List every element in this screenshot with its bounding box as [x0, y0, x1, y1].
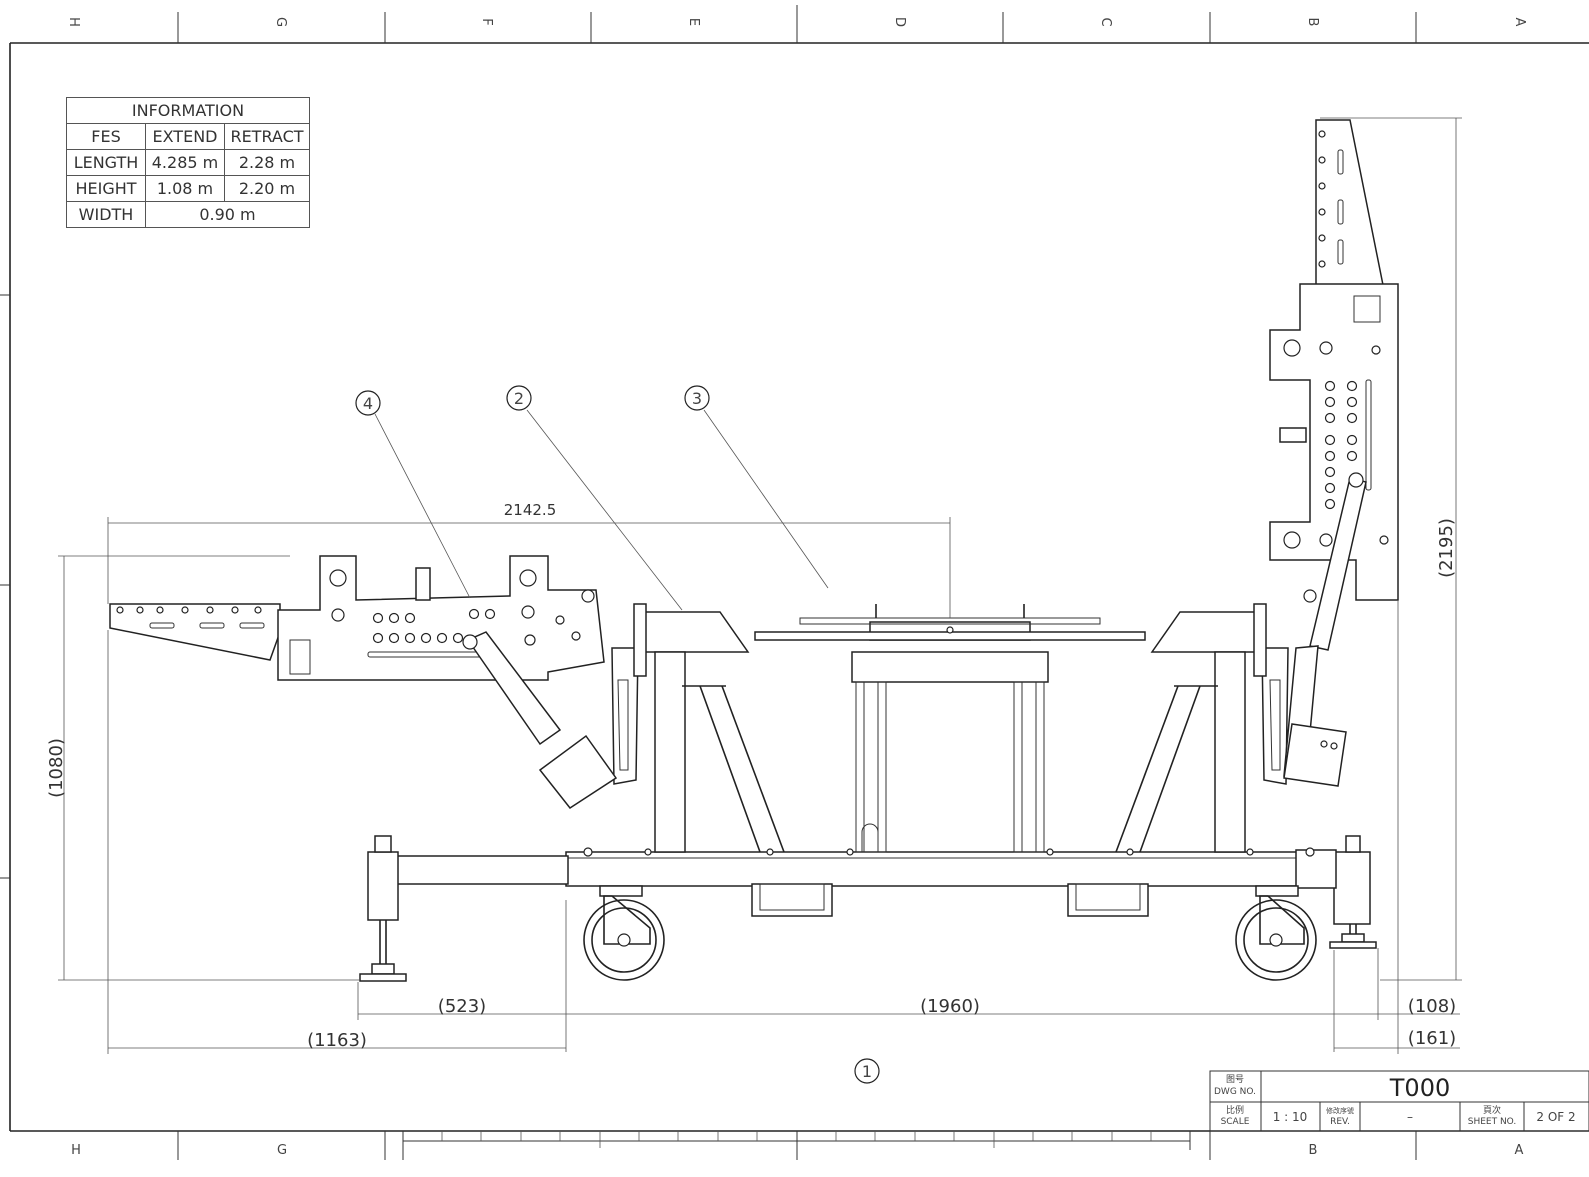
zone-label-d: D	[892, 17, 907, 27]
rev-label: REV.	[1330, 1117, 1350, 1127]
information-row-height: HEIGHT 1.08 m 2.20 m	[66, 175, 310, 202]
balloon-callouts: 4 2 3 1	[355, 385, 880, 1084]
support-right	[1115, 603, 1289, 853]
center-pedestal	[754, 604, 1146, 853]
zone-label-c: C	[1098, 17, 1113, 26]
drawing-number: T000	[1389, 1074, 1450, 1102]
row-label-height: HEIGHT	[66, 175, 146, 202]
information-row-length: LENGTH 4.285 m 2.28 m	[66, 149, 310, 176]
information-row-width: WIDTH 0.90 m	[66, 201, 310, 228]
balloon-3: 3	[692, 389, 702, 408]
scale-label-local: 比例	[1226, 1104, 1244, 1116]
leveling-foot-right	[1329, 835, 1377, 949]
balloon-2: 2	[514, 389, 524, 408]
zone-labels-top: H G F E D C B A	[66, 17, 1527, 27]
title-block: 图号 DWG NO. T000 比例 SCALE 1 : 10 修改序號 REV…	[1209, 1070, 1589, 1132]
zone-label-f: F	[479, 18, 494, 25]
dimension-values: 2142.5 (1080) (2195) (523) (1960) (1163)…	[46, 501, 1457, 1051]
dim-top-width: 2142.5	[504, 501, 557, 519]
zone-label-e: E	[686, 18, 701, 26]
information-title-row: INFORMATION	[66, 97, 310, 124]
zone-labels-bottom: H G B A	[71, 1143, 1523, 1158]
arm-retracted-right	[1269, 119, 1399, 787]
leveling-foot-left	[359, 835, 407, 982]
zone-label-g-bottom: G	[277, 1143, 287, 1158]
dim-1163: (1163)	[307, 1030, 367, 1051]
length-extend: 4.285 m	[145, 149, 225, 176]
dim-1960: (1960)	[920, 996, 980, 1017]
zone-label-b: B	[1305, 18, 1320, 27]
zone-label-h: H	[66, 17, 81, 27]
header-extend: EXTEND	[145, 123, 225, 150]
dim-right-height: (2195)	[1436, 518, 1457, 578]
zone-label-a: A	[1512, 18, 1527, 27]
caster-wheel-right	[1235, 885, 1317, 981]
header-fes: FES	[66, 123, 146, 150]
information-header-row: FES EXTEND RETRACT	[66, 123, 310, 150]
zone-label-h-bottom: H	[71, 1143, 81, 1158]
arm-extended-left	[109, 555, 618, 810]
rev-label-local: 修改序號	[1326, 1106, 1354, 1115]
support-left	[611, 603, 785, 853]
row-label-width: WIDTH	[66, 201, 146, 228]
dim-left-height: (1080)	[46, 738, 67, 798]
height-extend: 1.08 m	[145, 175, 225, 202]
length-retract: 2.28 m	[224, 149, 310, 176]
rev-value: –	[1407, 1110, 1413, 1124]
sheet-label-local: 頁次	[1483, 1104, 1501, 1116]
dwg-no-label-local: 图号	[1226, 1074, 1244, 1085]
balloon-1: 1	[862, 1062, 872, 1081]
row-label-length: LENGTH	[66, 149, 146, 176]
caster-wheel-left	[583, 885, 665, 981]
header-retract: RETRACT	[224, 123, 310, 150]
sheet-frame	[0, 5, 1589, 1160]
information-title: INFORMATION	[66, 97, 310, 124]
scale-value: 1 : 10	[1273, 1110, 1308, 1124]
dim-523: (523)	[438, 996, 486, 1017]
sheet-label: SHEET NO.	[1468, 1117, 1517, 1127]
dim-108: (108)	[1408, 996, 1456, 1017]
zone-label-g: G	[273, 17, 288, 27]
sheet-value: 2 OF 2	[1536, 1110, 1575, 1124]
height-retract: 2.20 m	[224, 175, 310, 202]
information-table: INFORMATION FES EXTEND RETRACT LENGTH 4.…	[66, 97, 310, 228]
zone-label-a-bottom: A	[1515, 1143, 1524, 1158]
dimension-lines	[58, 117, 1462, 1054]
dwg-no-label: DWG NO.	[1214, 1087, 1256, 1097]
balloon-4: 4	[363, 394, 373, 413]
dim-161: (161)	[1408, 1028, 1456, 1049]
scale-label: SCALE	[1221, 1117, 1250, 1127]
base-frame	[367, 847, 1371, 925]
width-value: 0.90 m	[145, 201, 310, 228]
zone-label-b-bottom: B	[1309, 1143, 1318, 1158]
